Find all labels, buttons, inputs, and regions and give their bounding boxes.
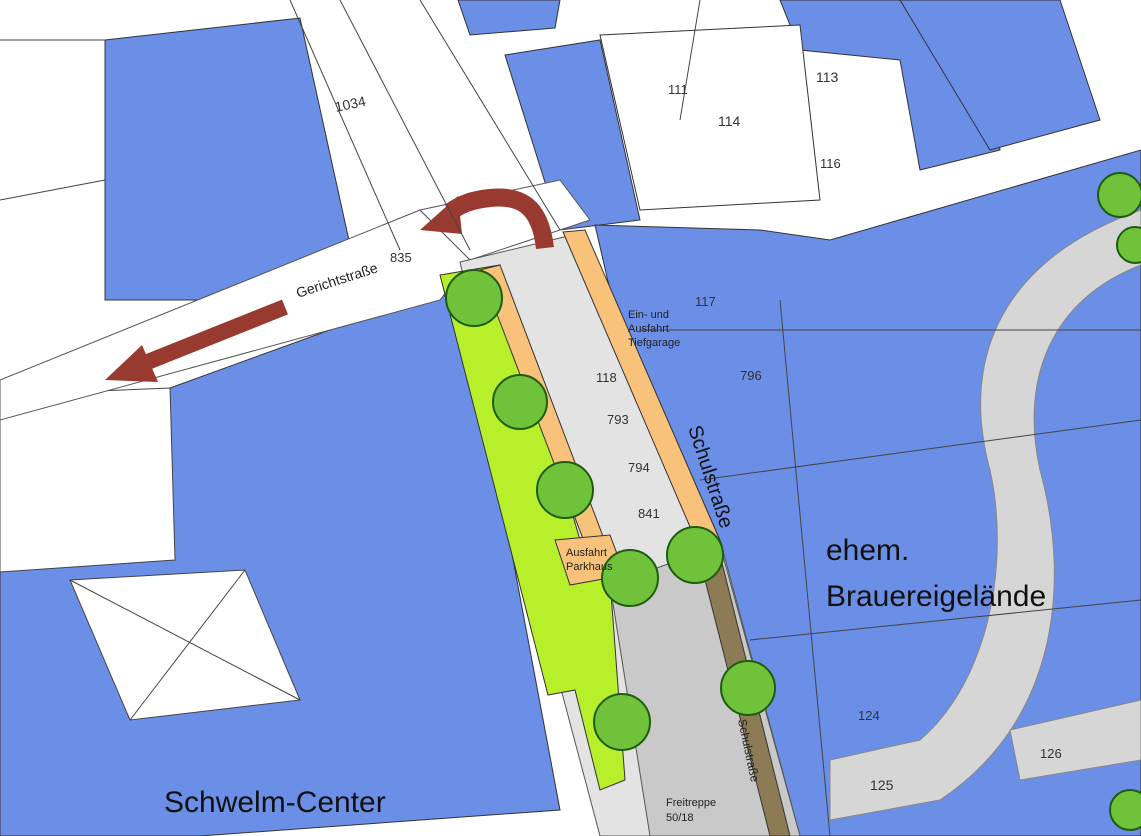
trees	[445, 172, 1141, 831]
tree-icon	[1109, 789, 1141, 831]
tree-icon	[666, 526, 724, 584]
schwelm-center-label: Schwelm-Center	[164, 786, 386, 819]
tree-icon	[1116, 226, 1141, 264]
tree-icon	[445, 269, 503, 327]
parcel-841: 841	[638, 506, 660, 521]
freitreppe-line-1: Freitreppe	[666, 797, 716, 809]
arrow-uturn-icon	[444, 188, 554, 250]
ausfahrt-parkhaus-line-1: Ausfahrt	[566, 547, 607, 559]
parcel-line	[69, 579, 301, 701]
parcel-113: 113	[816, 69, 839, 85]
building-top-2	[504, 39, 641, 231]
building-top-white	[599, 24, 821, 211]
freitreppe-line-2: 50/18	[666, 812, 694, 824]
building-top-4	[899, 0, 1101, 151]
brauereigelaende-label: Brauereigelände	[826, 580, 1046, 613]
ausfahrt-parkhaus-line-2: Parkhaus	[566, 561, 613, 573]
tree-icon	[536, 461, 594, 519]
building-top-1	[457, 0, 561, 36]
parcel-835: 835	[390, 250, 412, 265]
arrow-west-head-icon	[105, 345, 158, 382]
parcel-line	[129, 569, 246, 721]
parcel-118: 118	[596, 370, 617, 385]
curved-footpath	[829, 209, 1141, 821]
tree-icon	[1097, 172, 1141, 218]
ehem-label: ehem.	[826, 534, 909, 567]
ein-ausfahrt-line-2: Ausfahrt	[628, 323, 669, 335]
parcel-116: 116	[820, 156, 841, 171]
parcel-111: 111	[668, 82, 688, 97]
parcel-117: 117	[695, 294, 716, 309]
footpath-east	[1009, 699, 1141, 781]
parcel-125: 125	[870, 777, 894, 793]
ein-ausfahrt-line-3: Tiefgarage	[628, 337, 680, 349]
arrow-uturn-head-icon	[420, 196, 462, 234]
traffic-arrows	[105, 188, 554, 382]
tree-icon	[601, 549, 659, 607]
parcel-126: 126	[1040, 746, 1062, 761]
tree-icon	[720, 660, 776, 716]
tree-icon	[593, 693, 651, 751]
parcel-114: 114	[718, 113, 741, 129]
tree-icon	[492, 374, 548, 430]
parcel-723-white	[0, 387, 176, 573]
parcel-794: 794	[628, 460, 650, 475]
parcel-793: 793	[607, 412, 629, 427]
parcel-124: 124	[858, 708, 880, 723]
arrow-west-shaft-icon	[137, 299, 288, 373]
parcel-1034: 1034	[333, 93, 367, 115]
parcel-796: 796	[740, 368, 762, 383]
ein-ausfahrt-line-1: Ein- und	[628, 309, 669, 321]
